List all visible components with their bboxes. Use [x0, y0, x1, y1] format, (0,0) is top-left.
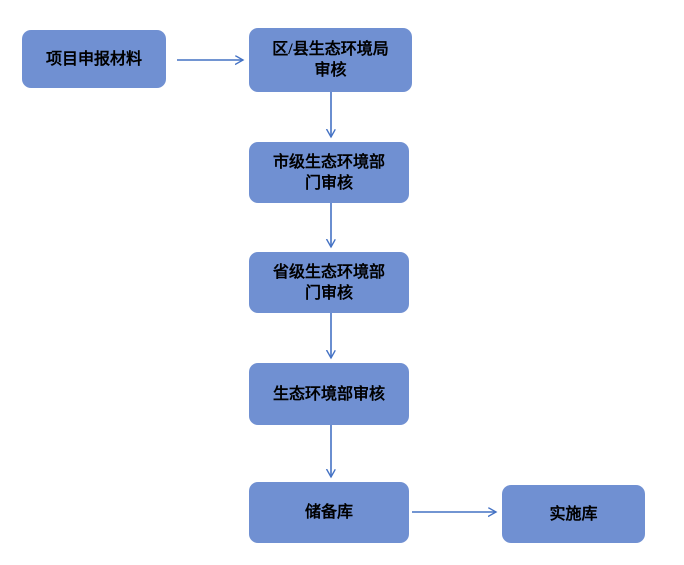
node-project-application-materials: 项目申报材料: [22, 30, 166, 88]
node-ministry-eco-env-review: 生态环境部审核: [249, 363, 409, 425]
node-municipal-eco-env-dept-review: 市级生态环境部 门审核: [249, 142, 409, 203]
node-implementation-bank: 实施库: [502, 485, 645, 543]
node-provincial-eco-env-dept-review: 省级生态环境部 门审核: [249, 252, 409, 313]
node-reserve-bank: 储备库: [249, 482, 409, 543]
node-district-county-eco-env-bureau-review: 区/县生态环境局 审核: [249, 28, 412, 92]
